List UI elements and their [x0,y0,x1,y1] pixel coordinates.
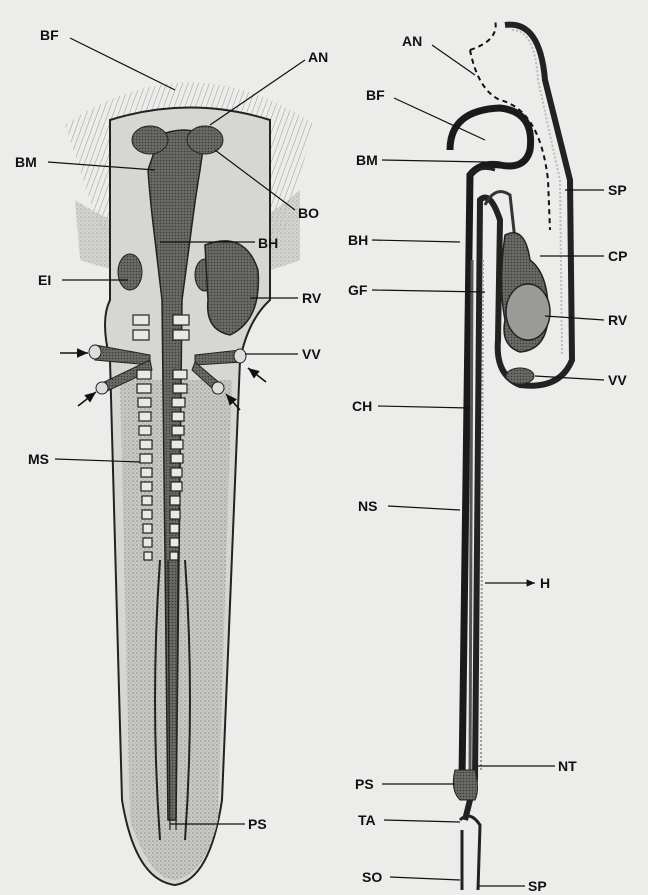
label-bm-left: BM [15,154,37,170]
label-sp-bottom-right: SP [528,878,547,894]
label-bh-right: BH [348,232,368,248]
label-cp-right: CP [608,248,627,264]
label-ps-left: PS [248,816,267,832]
label-bo-left: BO [298,205,319,221]
label-bh-left: BH [258,235,278,251]
label-rv-left: RV [302,290,322,306]
label-nt-right: NT [558,758,577,774]
label-ta-right: TA [358,812,376,828]
left-embryo-drawing [65,83,315,886]
label-ch-right: CH [352,398,372,414]
label-so-right: SO [362,869,382,885]
label-ei-left: EI [38,272,51,288]
label-h-right: H [540,575,550,591]
label-bf-right: BF [366,87,385,103]
label-ns-right: NS [358,498,377,514]
label-gf-right: GF [348,282,368,298]
label-rv-right: RV [608,312,628,328]
right-embryo-drawing [450,20,572,890]
label-ps-right: PS [355,776,374,792]
label-ms-left: MS [28,451,49,467]
label-bf-left: BF [40,27,59,43]
label-an-right: AN [402,33,422,49]
label-vv-left: VV [302,346,321,362]
label-bm-right: BM [356,152,378,168]
label-sp-top-right: SP [608,182,627,198]
label-an-left: AN [308,49,328,65]
label-vv-right: VV [608,372,627,388]
